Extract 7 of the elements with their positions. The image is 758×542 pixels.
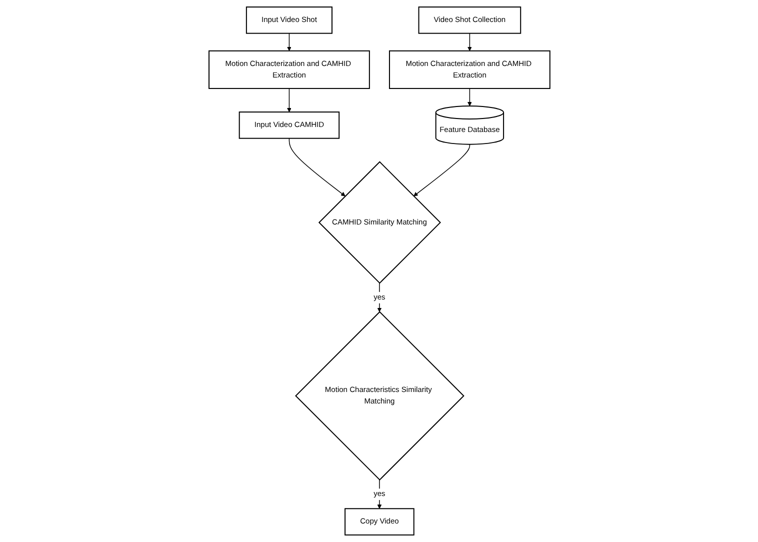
arrow: [286, 32, 291, 52]
arrow: [467, 88, 472, 106]
arrow: [376, 479, 382, 509]
arrow: [288, 138, 345, 196]
arrow: [413, 144, 470, 196]
arrow: [467, 32, 472, 52]
arrow: [286, 88, 291, 112]
